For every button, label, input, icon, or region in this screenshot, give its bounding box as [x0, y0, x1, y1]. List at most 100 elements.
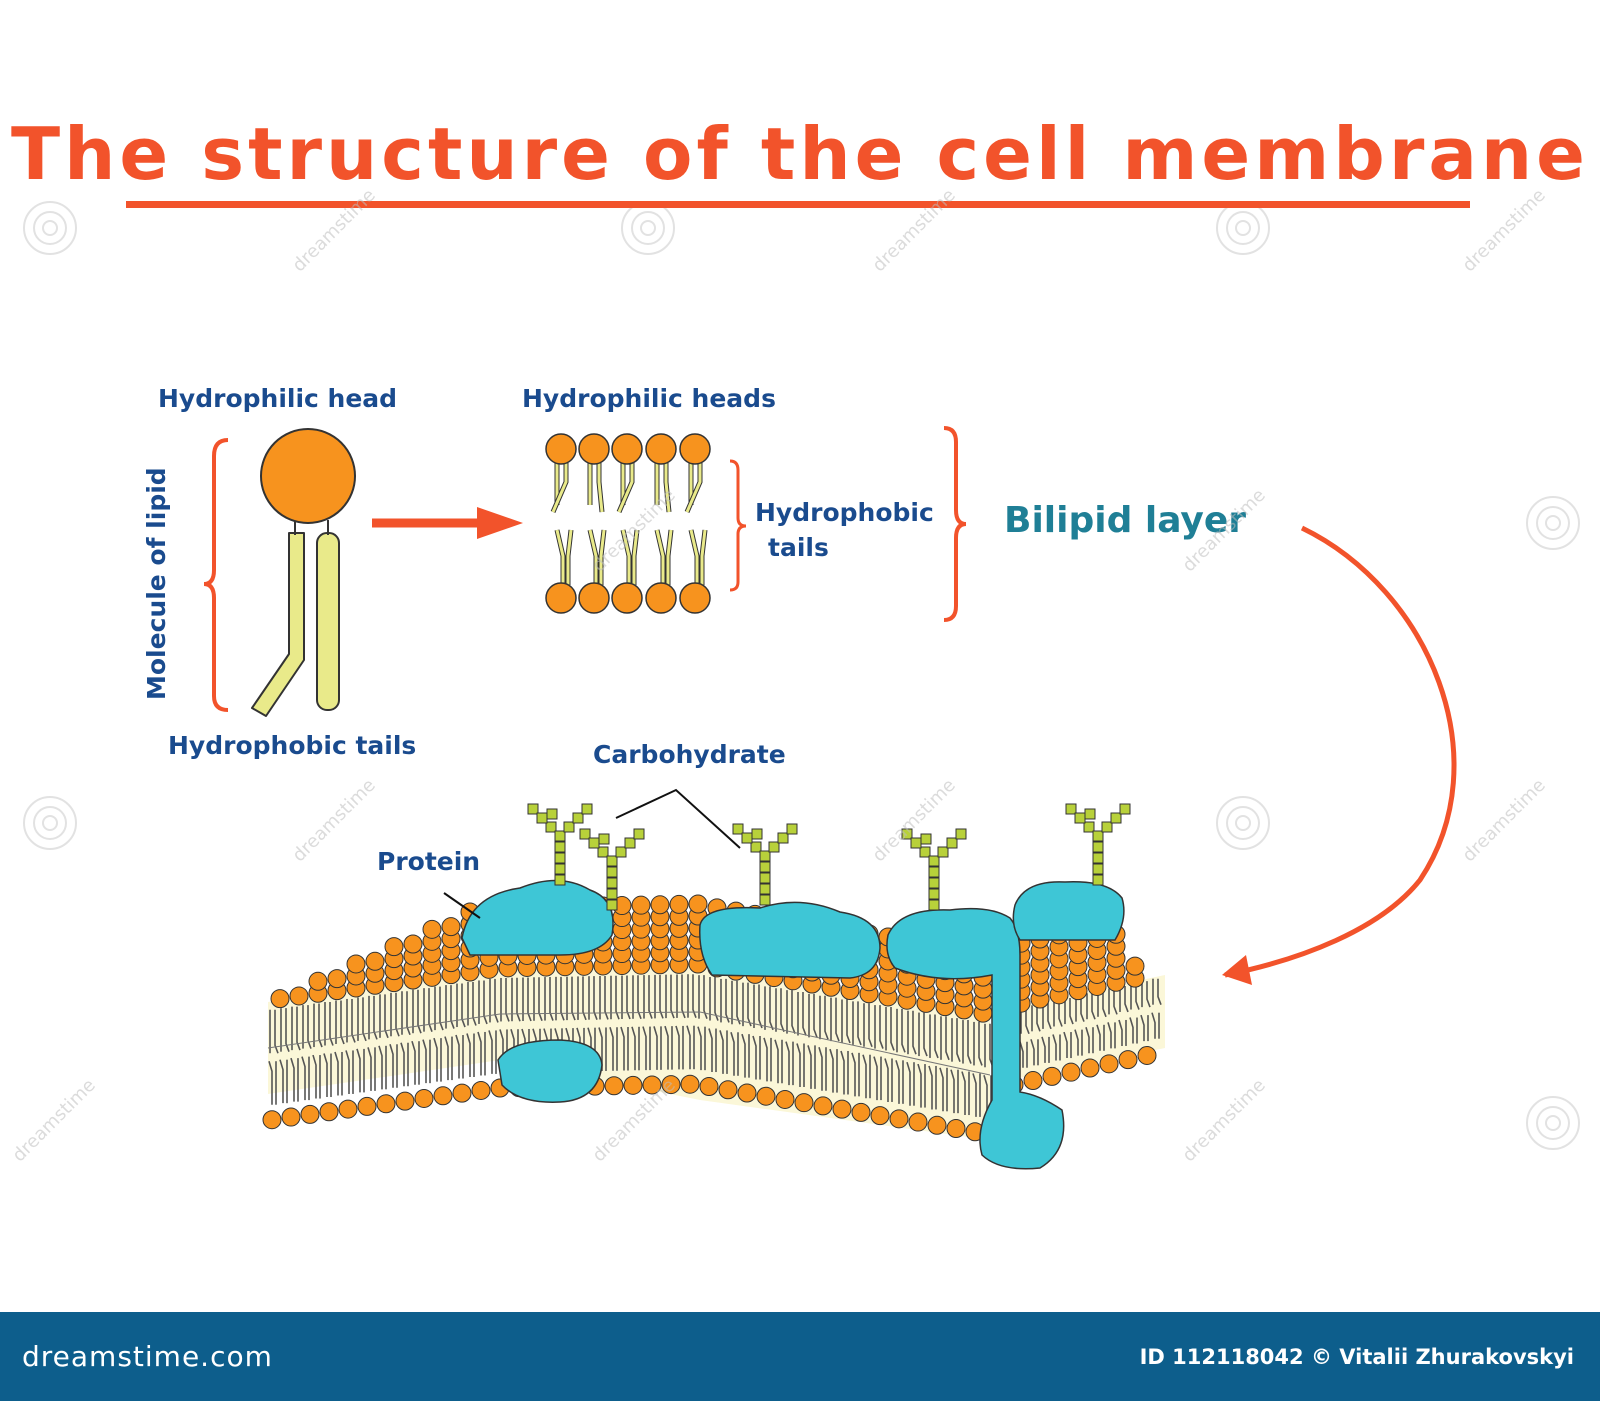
- membrane-tail: [675, 1025, 680, 1070]
- membrane-tail: [906, 1061, 911, 1106]
- carbohydrate-unit: [546, 808, 558, 820]
- membrane-head-bottom: [452, 1083, 472, 1103]
- footer-bar: dreamstime.com ID 112118042 © Vitalii Zh…: [0, 1312, 1600, 1401]
- carbohydrate-unit: [633, 828, 645, 840]
- membrane-tail: [961, 1071, 966, 1116]
- watermark-logo-icon: [1526, 496, 1580, 550]
- membrane-tail: [384, 994, 389, 1039]
- membrane-tail: [268, 1060, 273, 1105]
- watermark-logo-icon: [1216, 796, 1270, 850]
- membrane-tail: [516, 977, 521, 1022]
- membrane-tail: [785, 1041, 790, 1086]
- carbohydrate-unit: [741, 832, 753, 844]
- membrane-tail: [433, 1037, 438, 1082]
- membrane-tail: [285, 1008, 290, 1052]
- membrane-tail: [527, 977, 532, 1022]
- membrane-tail: [752, 1035, 757, 1080]
- carbohydrate-unit: [768, 841, 780, 853]
- carbohydrate-unit: [955, 828, 967, 840]
- page-title: The structure of the cell membrane: [10, 112, 1590, 196]
- membrane-head-bottom: [889, 1109, 909, 1129]
- membrane-tail: [1151, 1012, 1156, 1039]
- membrane-tail: [945, 1016, 950, 1061]
- membrane-tail: [296, 1006, 301, 1051]
- membrane-tail: [312, 1054, 317, 1099]
- membrane-tail: [659, 974, 664, 1019]
- mini-tail: [664, 462, 671, 513]
- membrane-tail: [956, 1018, 961, 1062]
- protein-1-lower: [497, 1039, 603, 1103]
- membrane-head-bottom: [357, 1096, 377, 1116]
- membrane-head: [289, 986, 309, 1006]
- watermark-logo-icon: [1526, 1096, 1580, 1150]
- footer-brand[interactable]: dreamstime.com: [22, 1340, 273, 1373]
- membrane-tail: [626, 975, 631, 1020]
- membrane-head-bottom: [604, 1076, 624, 1096]
- membrane-tail: [824, 995, 829, 1040]
- membrane-tail: [422, 1039, 427, 1084]
- label-protein: Protein: [377, 847, 481, 876]
- membrane-tail: [928, 1065, 933, 1110]
- carbohydrate-unit: [597, 846, 609, 858]
- membrane-tail: [923, 1012, 928, 1057]
- mini-head-upper: [545, 433, 577, 465]
- membrane-tail: [609, 1027, 614, 1071]
- carbohydrate-unit: [1092, 830, 1104, 842]
- membrane-head-bottom: [262, 1110, 282, 1130]
- membrane-tail: [1052, 1034, 1057, 1061]
- membrane-tail: [389, 1044, 394, 1088]
- mini-head-lower: [578, 582, 610, 614]
- membrane-tail: [890, 1006, 895, 1051]
- membrane-head-bottom: [1042, 1066, 1062, 1086]
- membrane-tail: [1058, 1000, 1063, 1027]
- carbohydrate-unit: [759, 883, 771, 895]
- membrane-head-bottom: [319, 1102, 339, 1122]
- membrane-tail: [730, 1032, 735, 1076]
- carbohydrate-unit: [928, 866, 940, 878]
- membrane-tail: [1140, 1014, 1145, 1042]
- mini-tail: [599, 529, 606, 585]
- membrane-tail: [411, 1040, 416, 1085]
- mini-head-lower: [545, 582, 577, 614]
- carbohydrate-unit: [536, 812, 548, 824]
- membrane-tail: [835, 997, 840, 1042]
- membrane-tail: [488, 1030, 493, 1074]
- membrane-tail: [318, 1003, 323, 1048]
- membrane-tail: [351, 998, 356, 1043]
- membrane-tail: [362, 997, 367, 1042]
- mini-head-upper: [645, 433, 677, 465]
- membrane-tail: [763, 1037, 768, 1082]
- carbohydrate-unit: [545, 821, 557, 833]
- mini-head-upper: [679, 433, 711, 465]
- label-molecule-of-lipid: Molecule of lipid: [142, 467, 171, 700]
- mini-tail: [685, 462, 702, 513]
- membrane-tail: [356, 1048, 361, 1093]
- carbohydrate-unit: [1092, 874, 1104, 886]
- carbohydrate-unit: [554, 863, 566, 875]
- protein-pointer: [443, 892, 481, 919]
- membrane-head: [1125, 956, 1145, 976]
- membrane-head-bottom: [1023, 1071, 1043, 1091]
- membrane-tail: [1074, 1029, 1079, 1056]
- carbohydrate-unit: [946, 837, 958, 849]
- mini-tail: [551, 462, 568, 513]
- membrane-tail: [461, 983, 466, 1028]
- membrane-head-bottom: [281, 1107, 301, 1127]
- membrane-tail: [862, 1054, 867, 1099]
- carbohydrate-unit: [1065, 803, 1077, 815]
- membrane-tail: [1135, 983, 1140, 1010]
- membrane-tail: [972, 1073, 977, 1117]
- membrane-head-bottom: [851, 1102, 871, 1122]
- membrane-tail: [631, 1026, 636, 1071]
- diagram-canvas: The structure of the cell membrane: [8, 112, 1590, 1170]
- membrane-head: [403, 934, 423, 954]
- membrane-tail: [983, 1075, 988, 1119]
- carbohydrate-unit: [759, 850, 771, 862]
- lipid-head: [260, 428, 356, 524]
- membrane-tail: [1102, 990, 1107, 1018]
- carbohydrate-unit: [750, 841, 762, 853]
- protein-4: [1012, 881, 1125, 941]
- mini-tail: [555, 529, 565, 585]
- membrane-tail: [934, 1014, 939, 1059]
- label-hydrophobic-tails-single: Hydrophobic tails: [168, 731, 417, 760]
